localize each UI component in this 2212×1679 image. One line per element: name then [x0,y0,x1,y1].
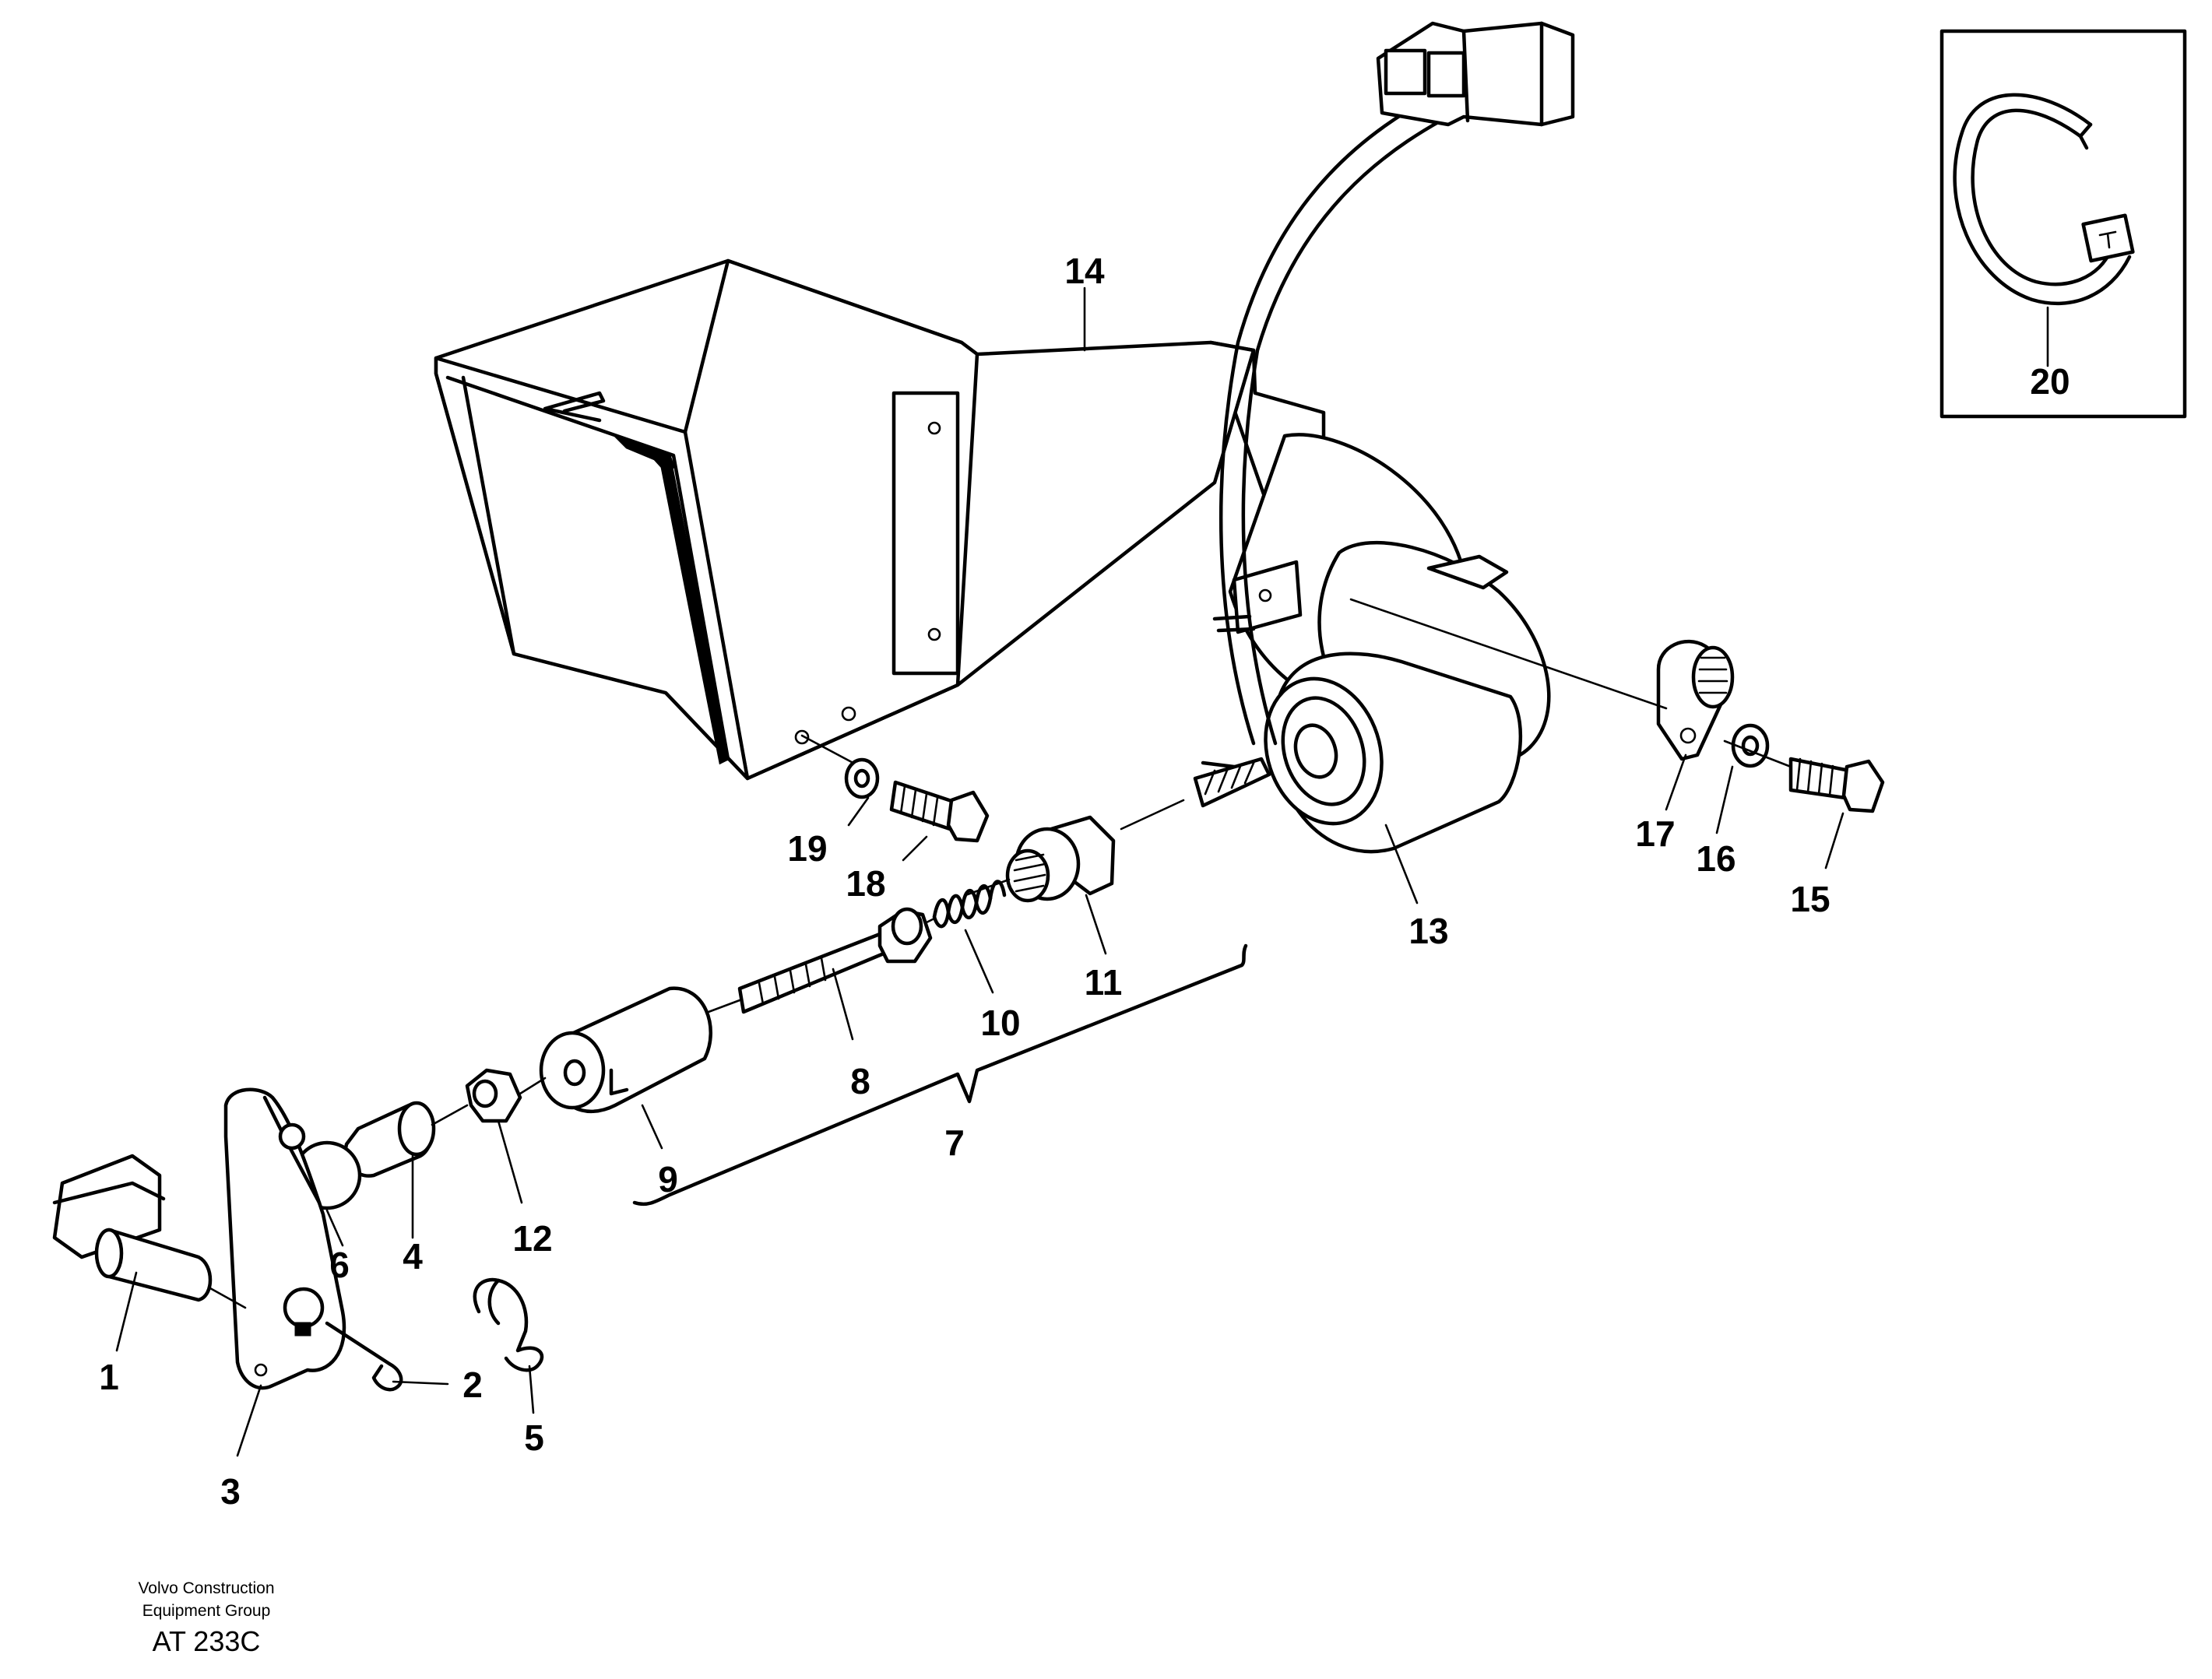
part-18-bolt [889,780,990,843]
part-19-washer [844,757,880,799]
callout-16: 16 [1696,838,1735,879]
callout-7: 7 [944,1122,965,1163]
callout-15: 15 [1790,879,1830,919]
callout-6: 6 [329,1245,350,1285]
part-11-threaded-plug [1005,815,1116,903]
callout-11: 11 [1085,962,1123,1003]
callout-9: 9 [658,1159,678,1200]
company-line-2: Equipment Group [142,1602,271,1620]
callout-10: 10 [980,1003,1020,1043]
group-7-bracket [632,943,1248,1207]
drawing-code: AT 233C [152,1625,261,1657]
part-10-spring [932,880,1007,929]
callout-14: 14 [1064,251,1105,291]
part-20-cable-tie [1953,93,2135,306]
callout-3: 3 [220,1471,241,1512]
callout-4: 4 [403,1236,423,1277]
part-15-bolt [1788,757,1885,813]
callout-2: 2 [462,1365,483,1405]
part-1-pivot-bracket [52,1154,213,1302]
callout-18: 18 [846,863,885,904]
callout-12: 12 [512,1218,552,1259]
part-3-lever [223,1087,346,1390]
part-13-solenoid [1193,21,1575,854]
part-8-plunger-rod [737,907,933,1014]
callout-1: 1 [99,1357,119,1397]
callout-8: 8 [850,1061,870,1101]
company-name: Volvo Construction Equipment Group [105,1577,308,1622]
part-17-clamp [1656,639,1735,761]
part-4-bushing [343,1101,436,1178]
part-12-nut [465,1068,522,1123]
callout-5: 5 [524,1417,544,1458]
company-line-1: Volvo Construction [138,1579,275,1597]
callout-17: 17 [1635,813,1675,854]
part-9-sleeve [539,986,712,1114]
part-5-spring-clip [473,1277,544,1372]
callout-20: 20 [2030,361,2070,402]
callout-13: 13 [1408,911,1448,951]
part-2-split-pin [325,1321,403,1392]
inset-detail-box [1939,29,2187,419]
callout-19: 19 [787,828,827,869]
part-16-washer [1731,723,1770,768]
part-14-bracket-cover [434,258,1326,781]
